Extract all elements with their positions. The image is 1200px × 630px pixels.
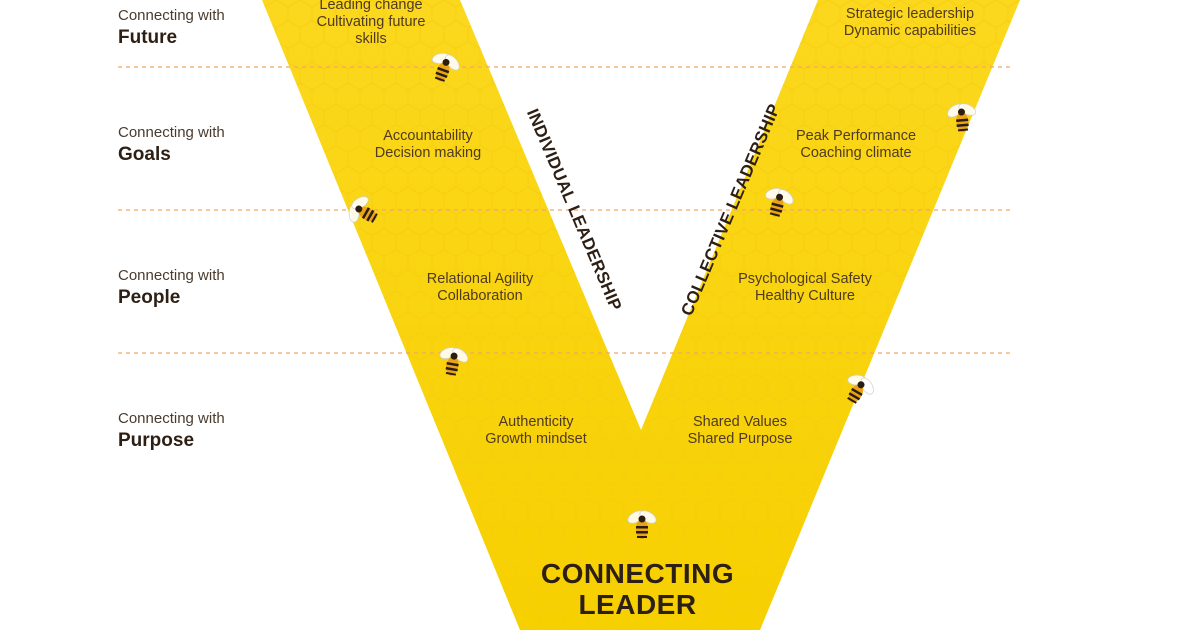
cell-line: Relational Agility <box>426 271 534 287</box>
bee-icon <box>431 52 460 82</box>
cell-line: Shared Purpose <box>687 431 793 447</box>
bee-icon <box>439 347 469 376</box>
cell-line: Decision making <box>374 145 482 161</box>
center-title-line: CONNECTING <box>540 558 735 589</box>
row-name: Goals <box>118 144 171 166</box>
row-prefix: Connecting with <box>118 410 225 427</box>
collective-people-cell: Psychological Safety Healthy Culture <box>720 271 890 305</box>
cell-line: Dynamic capabilities <box>843 23 977 39</box>
individual-future-cell: Leading change Cultivating future skills <box>291 0 451 48</box>
cell-line: Peak Performance <box>795 128 917 144</box>
connecting-leader-title: CONNECTING LEADER <box>520 558 755 620</box>
cell-line: Shared Values <box>692 414 788 430</box>
collective-purpose-cell: Shared Values Shared Purpose <box>660 414 820 448</box>
collective-future-cell: Strategic leadership Dynamic capabilitie… <box>830 6 990 40</box>
row-label-future: Connecting with Future <box>118 7 225 49</box>
cell-line: skills <box>355 31 387 47</box>
row-label-goals: Connecting with Goals <box>118 124 225 166</box>
bee-icon <box>947 103 977 132</box>
bee-icon <box>348 196 378 223</box>
row-prefix: Connecting with <box>118 267 225 284</box>
row-prefix: Connecting with <box>118 124 225 141</box>
cell-line: Psychological Safety <box>738 271 872 287</box>
cell-line: Accountability <box>383 128 473 144</box>
individual-goals-cell: Accountability Decision making <box>348 128 508 162</box>
row-label-purpose: Connecting with Purpose <box>118 410 225 452</box>
collective-goals-cell: Peak Performance Coaching climate <box>776 128 936 162</box>
center-title-line: LEADER <box>578 589 697 620</box>
cell-line: Authenticity <box>498 414 574 430</box>
cell-line: Collaboration <box>437 288 523 304</box>
row-prefix: Connecting with <box>118 7 225 24</box>
cell-line: Cultivating future <box>316 14 426 30</box>
bee-icon <box>627 510 657 539</box>
row-label-people: Connecting with People <box>118 267 225 309</box>
row-name: Future <box>118 27 178 49</box>
row-name: People <box>118 287 181 309</box>
bee-icon <box>847 374 874 404</box>
row-name: Purpose <box>118 430 195 452</box>
cell-line: Healthy Culture <box>755 288 855 304</box>
cell-line: Growth mindset <box>485 431 587 447</box>
cell-line: Leading change <box>319 0 423 13</box>
cell-line: Coaching climate <box>800 145 912 161</box>
individual-people-cell: Relational Agility Collaboration <box>400 271 560 305</box>
bee-icon <box>765 187 794 217</box>
cell-line: Strategic leadership <box>845 6 975 22</box>
individual-purpose-cell: Authenticity Growth mindset <box>456 414 616 448</box>
